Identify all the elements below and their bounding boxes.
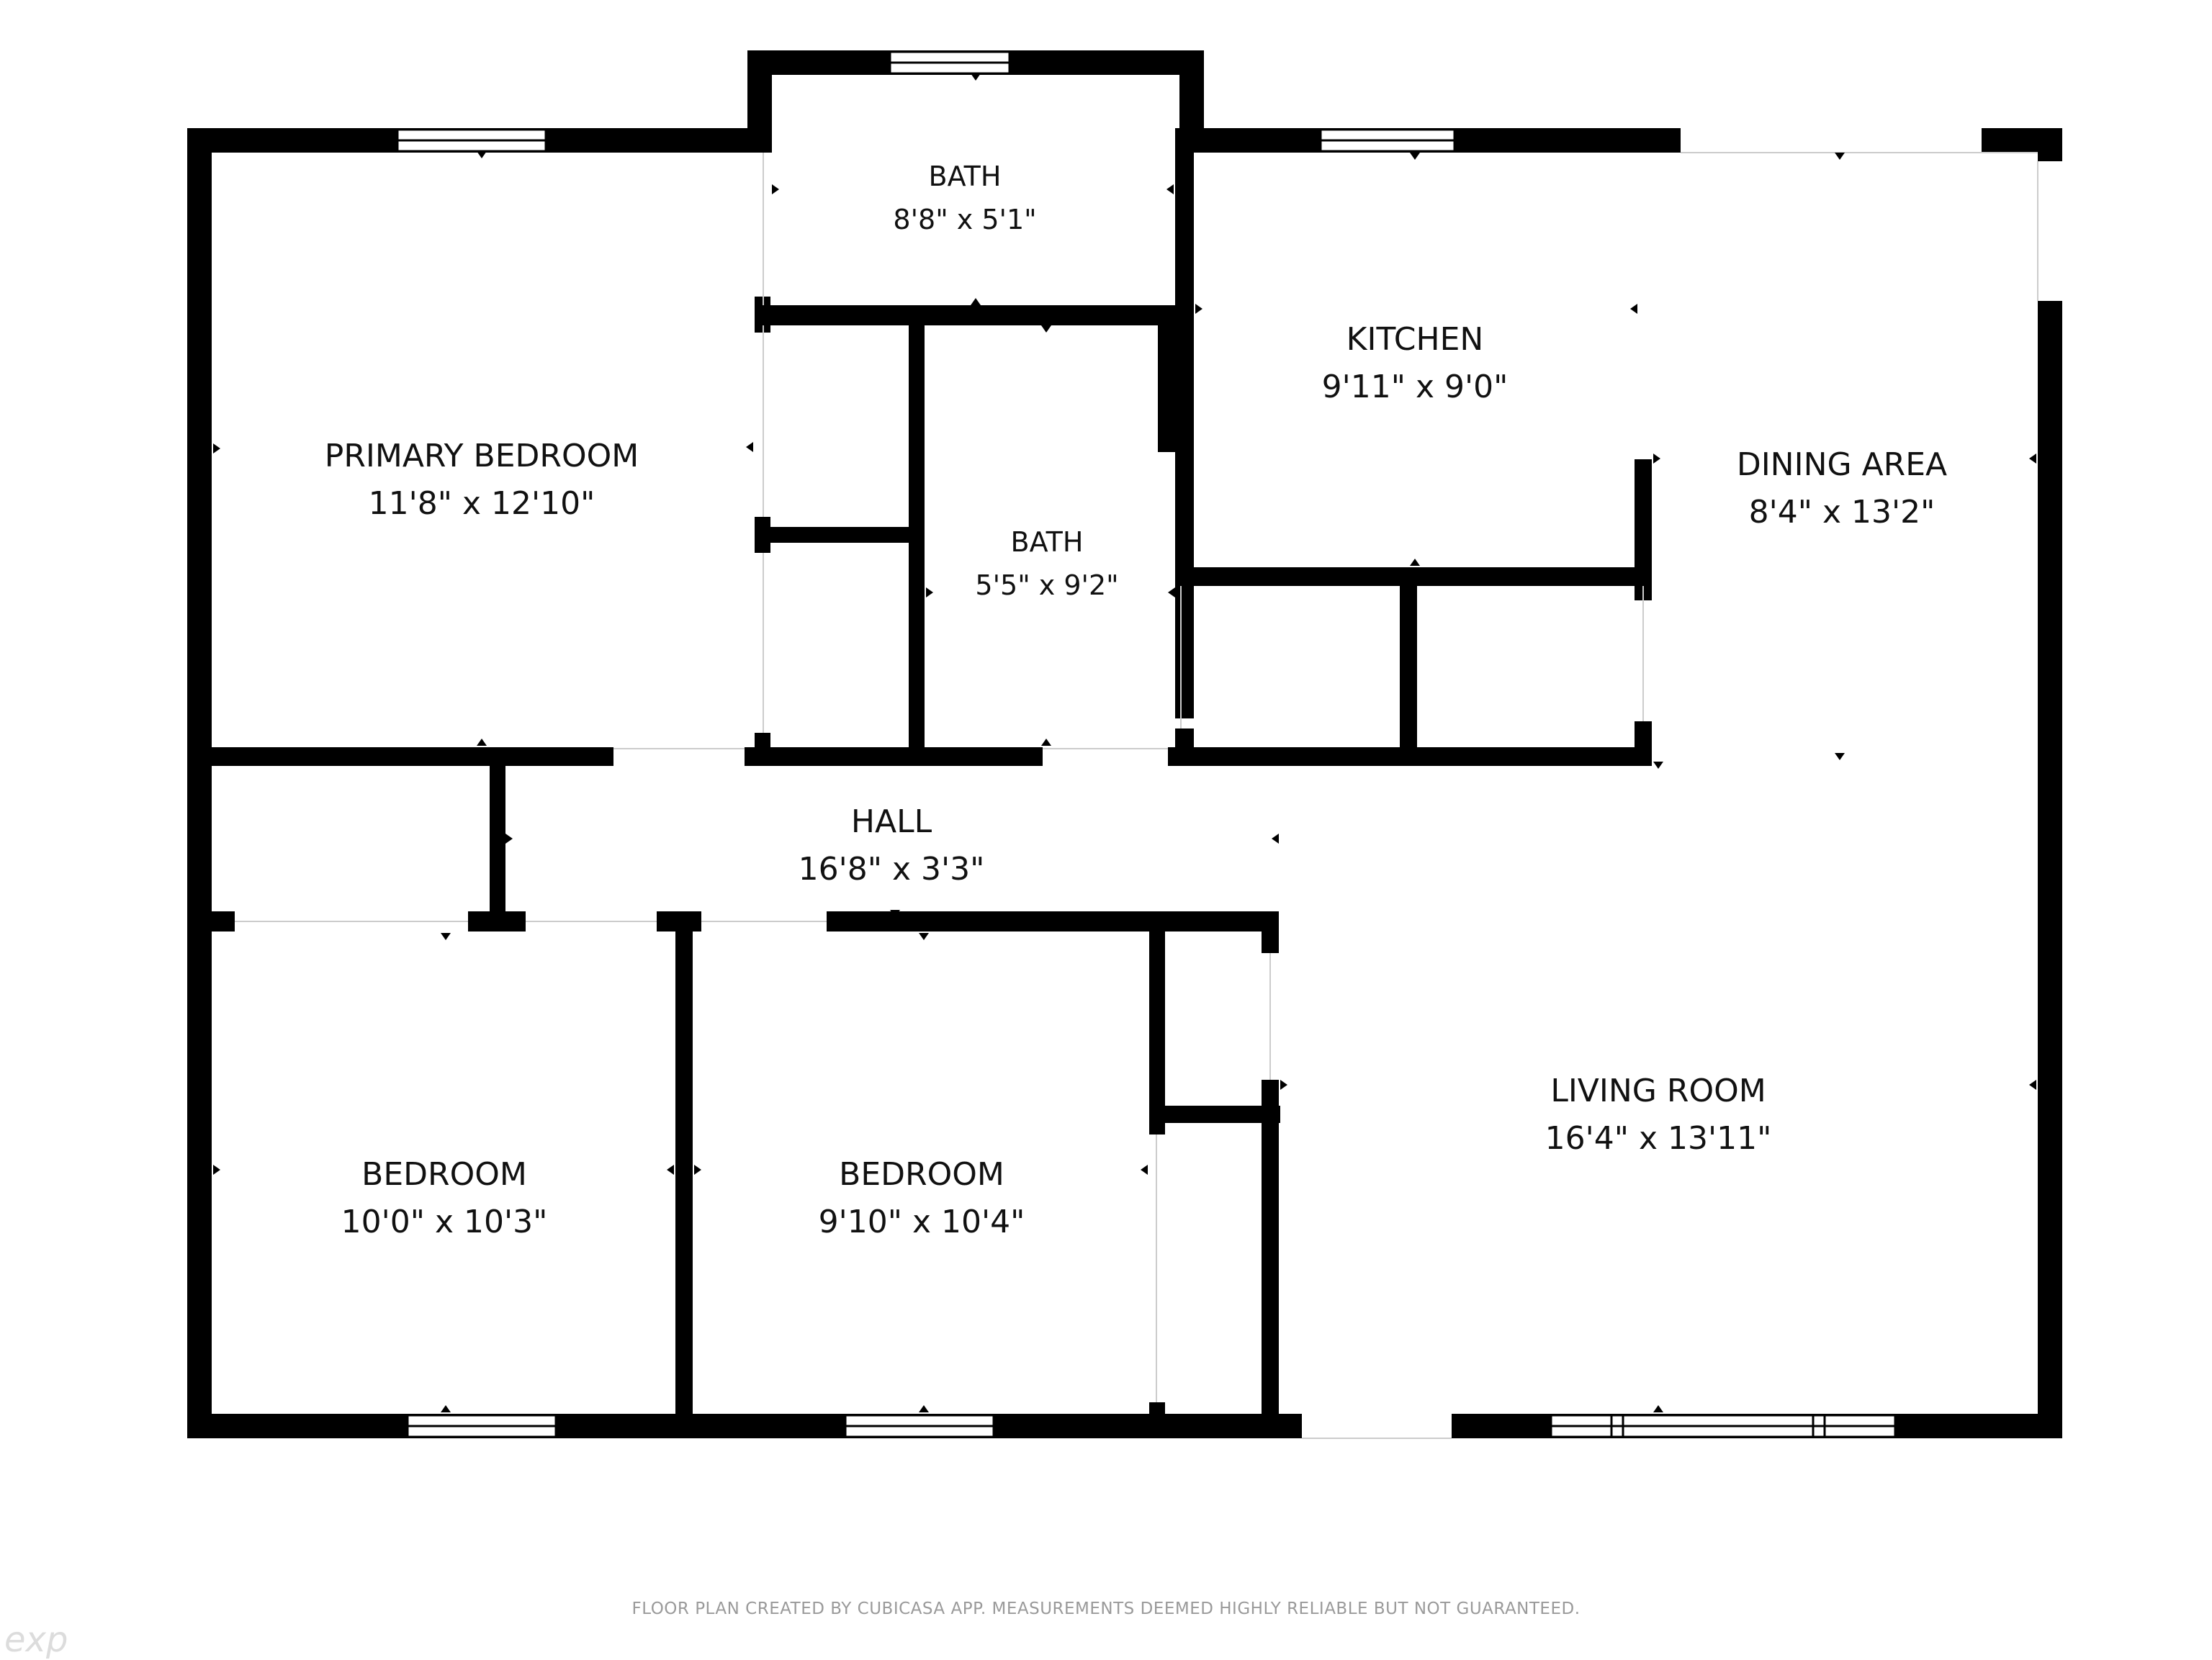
marker (1653, 1405, 1663, 1412)
wall (1149, 1402, 1165, 1438)
dimension-markers (213, 73, 2036, 1412)
marker (1041, 739, 1051, 746)
marker (1280, 1080, 1287, 1090)
room-dims-bath-mid: 5'5" x 9'2" (975, 569, 1118, 601)
room-dims-primary-bedroom: 11'8" x 12'10" (369, 485, 595, 522)
wall (1190, 567, 1647, 586)
wall (1635, 721, 1652, 766)
wall (187, 128, 212, 1438)
wall (755, 517, 770, 553)
wall (187, 1414, 1302, 1438)
marker (926, 587, 933, 597)
room-dims-kitchen: 9'11" x 9'0" (1322, 369, 1509, 405)
wall (763, 527, 917, 543)
wall (1262, 911, 1279, 953)
room-labels: PRIMARY BEDROOM 11'8" x 12'10" BATH 8'8"… (325, 161, 1947, 1240)
wall (1156, 1106, 1280, 1123)
marker (213, 1165, 220, 1175)
footer-disclaimer: FLOOR PLAN CREATED BY CUBICASA APP. MEAS… (631, 1600, 1581, 1618)
marker (1141, 1165, 1148, 1175)
marker (1166, 184, 1174, 194)
marker (477, 739, 487, 746)
brand-logo: exp (4, 1620, 68, 1660)
wall (1175, 728, 1194, 766)
marker (890, 759, 900, 766)
wall (1158, 311, 1182, 452)
room-name-living-room: LIVING ROOM (1550, 1073, 1766, 1109)
marker (1195, 304, 1202, 314)
marker (971, 298, 981, 305)
marker (2029, 454, 2036, 464)
wall (1262, 1080, 1279, 1438)
walls (187, 50, 2062, 1438)
room-name-dining-area: DINING AREA (1737, 446, 1947, 483)
marker (477, 151, 487, 158)
marker (1410, 559, 1420, 566)
marker (667, 1165, 674, 1175)
wall (468, 911, 526, 932)
room-name-kitchen: KITCHEN (1346, 321, 1484, 358)
room-name-bath-mid: BATH (1011, 526, 1084, 558)
room-dims-bedroom-left: 10'0" x 10'3" (341, 1204, 548, 1240)
marker (694, 1165, 701, 1175)
room-name-bath-top: BATH (929, 161, 1002, 192)
marker (1272, 834, 1279, 844)
room-name-bedroom-left: BEDROOM (361, 1156, 527, 1193)
marker (441, 933, 451, 940)
marker (746, 442, 753, 452)
room-dims-living-room: 16'4" x 13'11" (1545, 1120, 1772, 1157)
wall (187, 911, 235, 932)
marker (1835, 153, 1845, 160)
wall (755, 305, 1184, 325)
marker (505, 834, 513, 844)
marker (971, 73, 981, 81)
wall (675, 911, 693, 1438)
room-name-primary-bedroom: PRIMARY BEDROOM (325, 438, 639, 474)
marker (2029, 1080, 2036, 1090)
windows (396, 50, 1897, 1438)
marker (890, 910, 900, 917)
marker (1410, 153, 1420, 160)
marker (772, 184, 779, 194)
wall (2038, 301, 2062, 1438)
wall (1635, 459, 1652, 600)
room-dims-bath-top: 8'8" x 5'1" (893, 204, 1036, 235)
room-name-hall: HALL (851, 803, 932, 840)
wall (1400, 567, 1417, 766)
room-dims-bedroom-mid: 9'10" x 10'4" (819, 1204, 1025, 1240)
marker (1653, 454, 1660, 464)
wall (490, 756, 505, 920)
marker (919, 1405, 929, 1412)
openings (235, 152, 2038, 1439)
marker (1653, 762, 1663, 769)
marker (1630, 304, 1637, 314)
room-dims-hall: 16'8" x 3'3" (799, 851, 985, 888)
marker (441, 1405, 451, 1412)
room-name-bedroom-mid: BEDROOM (839, 1156, 1004, 1193)
room-dims-dining-area: 8'4" x 13'2" (1749, 494, 1936, 531)
marker (213, 443, 220, 454)
wall (2038, 128, 2062, 161)
wall (1149, 926, 1165, 1135)
marker (919, 933, 929, 940)
marker (1835, 753, 1845, 760)
marker (1041, 325, 1051, 333)
wall (827, 911, 1279, 932)
marker (1168, 587, 1175, 597)
wall (187, 747, 613, 766)
